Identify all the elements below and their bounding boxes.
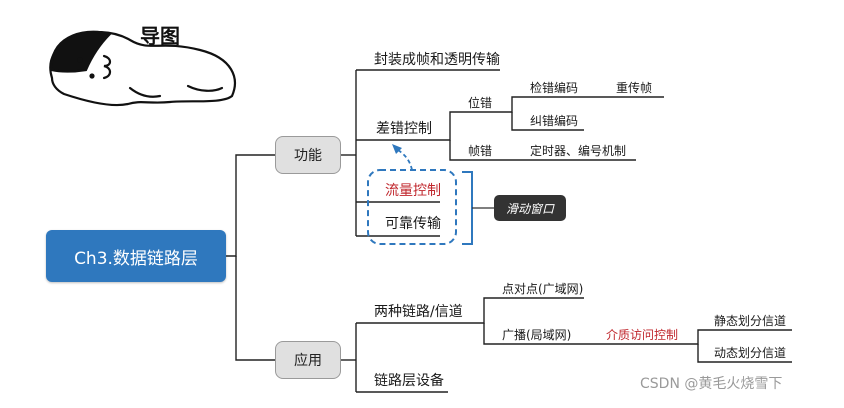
tag-sliding-window[interactable]: 滑动窗口 bbox=[494, 195, 566, 221]
node-point-to-point[interactable]: 点对点(广域网) bbox=[502, 282, 584, 296]
arrow-head-icon bbox=[392, 144, 402, 154]
node-framing[interactable]: 封装成帧和透明传输 bbox=[374, 52, 500, 68]
dashed-arrow-icon bbox=[397, 149, 413, 171]
node-flow-control[interactable]: 流量控制 bbox=[385, 183, 441, 199]
flow-reliable-dashed-box bbox=[367, 169, 457, 245]
watermark: CSDN @黄毛火烧雪下 bbox=[640, 376, 783, 392]
node-error-detect[interactable]: 检错编码 bbox=[530, 81, 579, 95]
node-link-devices[interactable]: 链路层设备 bbox=[374, 373, 444, 389]
node-retransmit[interactable]: 重传帧 bbox=[616, 81, 653, 95]
node-mac[interactable]: 介质访问控制 bbox=[606, 328, 679, 342]
node-error-control[interactable]: 差错控制 bbox=[376, 121, 432, 137]
node-functions[interactable]: 功能 bbox=[275, 136, 341, 174]
mascot-logo-icon bbox=[49, 30, 236, 107]
node-frame-error[interactable]: 帧错 bbox=[468, 144, 493, 158]
root-node[interactable]: Ch3.数据链路层 bbox=[46, 230, 226, 282]
node-static-channel[interactable]: 静态划分信道 bbox=[714, 314, 787, 328]
node-broadcast[interactable]: 广播(局域网) bbox=[502, 328, 572, 342]
node-bit-error[interactable]: 位错 bbox=[468, 96, 493, 110]
node-frame-methods[interactable]: 定时器、编号机制 bbox=[530, 144, 627, 158]
bracket-icon bbox=[462, 171, 473, 245]
node-dynamic-channel[interactable]: 动态划分信道 bbox=[714, 346, 787, 360]
logo-title: 导图 bbox=[140, 24, 180, 48]
node-applications[interactable]: 应用 bbox=[275, 341, 341, 379]
node-error-correct[interactable]: 纠错编码 bbox=[530, 114, 579, 128]
node-link-types[interactable]: 两种链路/信道 bbox=[374, 304, 463, 320]
node-reliable-transfer[interactable]: 可靠传输 bbox=[385, 216, 441, 232]
